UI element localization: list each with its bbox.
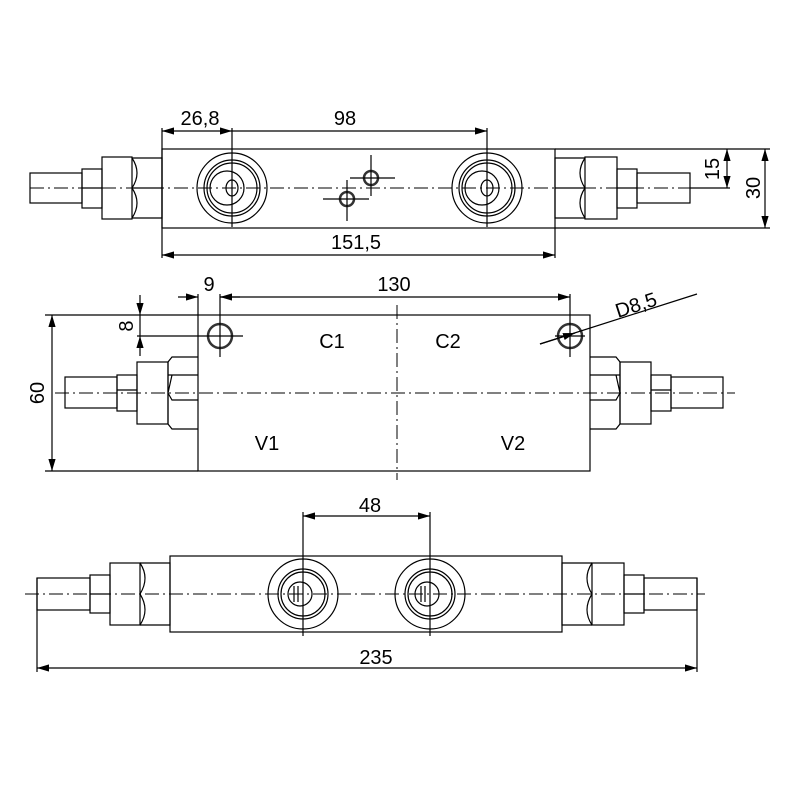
dim-48: 48 [359, 495, 381, 517]
dim-d8-5: D8,5 [613, 289, 660, 323]
top-view: 26,8 98 151,5 15 30 [29, 108, 770, 259]
bottom-view: 48 235 [25, 495, 705, 672]
dim-235: 235 [359, 647, 392, 669]
port-label-c1: C1 [319, 331, 345, 353]
right-fitting [554, 156, 691, 220]
dim-60: 60 [27, 382, 49, 404]
dim-151-5: 151,5 [331, 232, 381, 254]
port-label-v2: V2 [501, 433, 525, 455]
dim-26-8: 26,8 [181, 108, 220, 130]
dim-130: 130 [377, 274, 410, 296]
front-view: 60 9 130 8 D8,5 C1 C2 V1 V2 [27, 274, 735, 480]
dim-8: 8 [116, 320, 138, 331]
port-label-c2: C2 [435, 331, 461, 353]
dim-30: 30 [743, 177, 765, 199]
dim-15: 15 [702, 158, 724, 180]
port-label-v1: V1 [255, 433, 279, 455]
dim-9: 9 [203, 274, 214, 296]
dim-98: 98 [334, 108, 356, 130]
